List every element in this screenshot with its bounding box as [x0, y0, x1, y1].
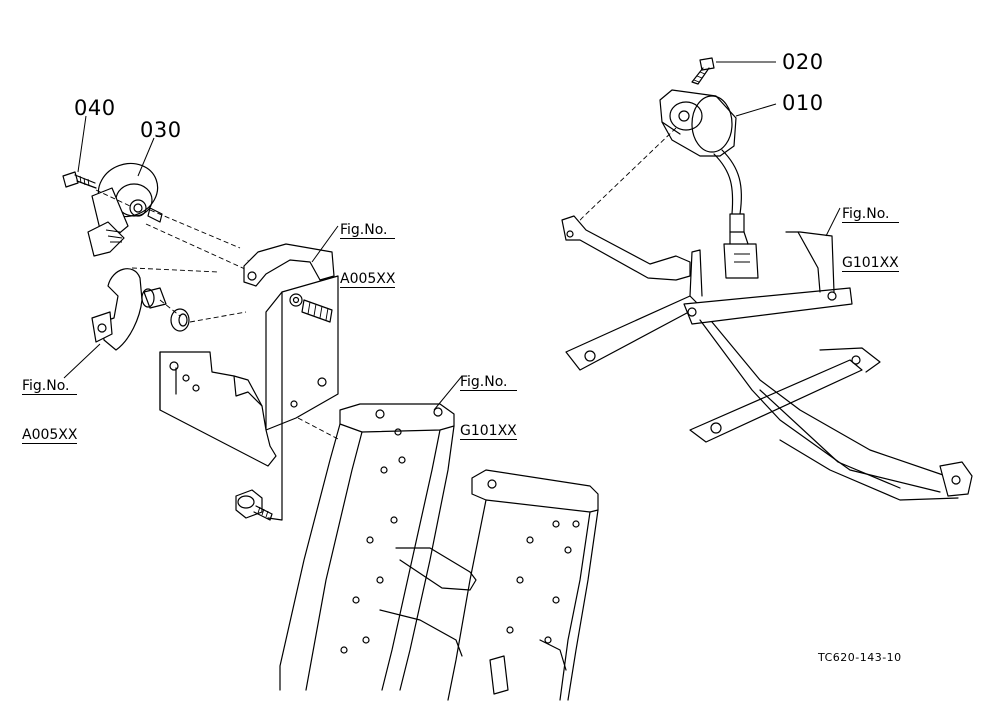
- part-label-040: 040: [74, 96, 116, 120]
- leader-030: [137, 137, 155, 177]
- leader-fig-g101-center: [433, 375, 463, 411]
- fig-ref-a005-left: Fig.No. A005XX: [22, 346, 78, 460]
- fig-ref-line1: Fig.No.: [340, 222, 396, 239]
- sensor-010-icon: [659, 89, 759, 279]
- fig-ref-g101-center: Fig.No. G101XX: [460, 342, 517, 456]
- part-label-020: 020: [782, 50, 824, 74]
- fig-ref-a005-center: Fig.No. A005XX: [340, 190, 396, 304]
- fig-ref-line1: Fig.No.: [22, 378, 78, 395]
- leader-fig-a005-center: [311, 225, 339, 263]
- leader-040: [77, 115, 87, 173]
- drawing-code: TC620-143-10: [818, 651, 902, 664]
- sensor-030-icon: [87, 162, 163, 257]
- axle-frame-icon: [561, 215, 973, 501]
- leader-fig-a005-left: [63, 343, 101, 379]
- part-label-030: 030: [140, 118, 182, 142]
- fig-ref-line1: Fig.No.: [460, 374, 517, 391]
- mounting-plate-icon: [159, 351, 277, 467]
- fig-ref-line2: G101XX: [842, 255, 899, 272]
- hex-bolt-icon: [235, 489, 273, 521]
- fig-ref-line2: A005XX: [340, 271, 396, 288]
- fig-ref-g101-right: Fig.No. G101XX: [842, 174, 899, 288]
- fig-ref-line1: Fig.No.: [842, 206, 899, 223]
- clamp-icon: [91, 268, 143, 351]
- leader-010: [735, 103, 777, 117]
- bushing-icon: [141, 287, 190, 332]
- fig-ref-line2: A005XX: [22, 427, 78, 444]
- leader-fig-g101-right: [825, 207, 841, 237]
- fig-ref-line2: G101XX: [460, 423, 517, 440]
- frame-icon: [279, 403, 599, 701]
- bolt-040-icon: [62, 171, 97, 189]
- bolt-020-icon: [691, 57, 715, 85]
- part-label-010: 010: [782, 91, 824, 115]
